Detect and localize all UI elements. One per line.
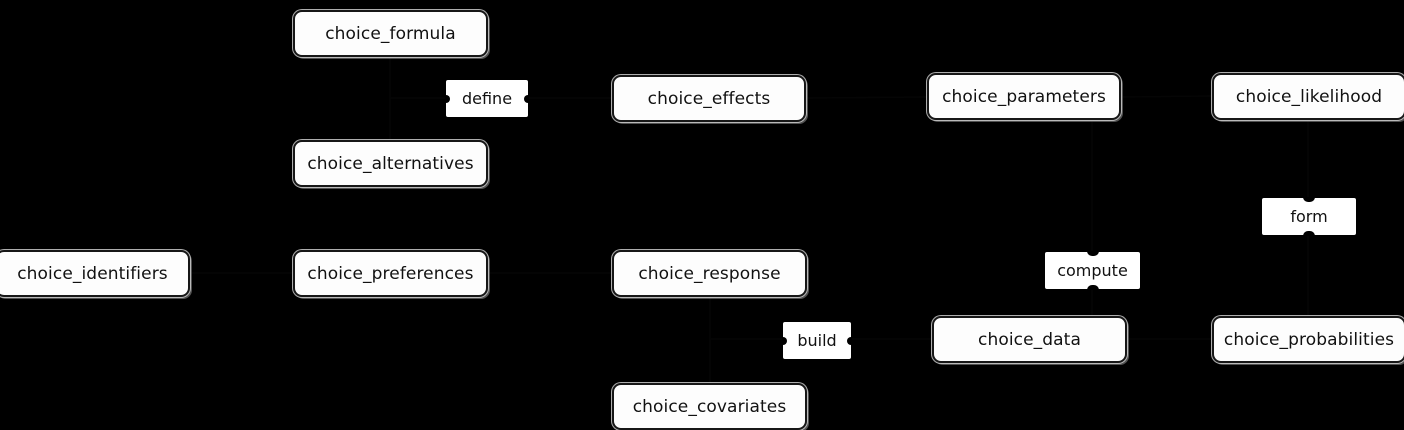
edge-choice_effects-to-choice_parameters [805, 96, 928, 99]
edge-label-text: build [797, 331, 837, 350]
edge-label-form: form [1262, 197, 1356, 236]
edge-label-text: compute [1057, 261, 1128, 280]
node-label: choice_parameters [942, 86, 1106, 107]
edge-label-build: build [782, 322, 852, 359]
node-label: choice_data [978, 329, 1081, 350]
edge-label-compute: compute [1045, 251, 1140, 290]
node-choice_formula[interactable]: choice_formula [293, 10, 488, 57]
node-choice_parameters[interactable]: choice_parameters [927, 73, 1121, 120]
node-label: choice_preferences [307, 263, 474, 284]
edge-label-text: form [1290, 207, 1328, 226]
node-label: choice_effects [647, 88, 771, 109]
edge-notch-left-icon [782, 336, 787, 345]
edge-notch-left-icon [445, 94, 450, 103]
node-choice_response[interactable]: choice_response [612, 250, 807, 297]
node-choice_data[interactable]: choice_data [932, 316, 1127, 363]
node-choice_identifiers[interactable]: choice_identifiers [0, 250, 190, 297]
edge-notch-right-icon [847, 336, 852, 345]
edge-notch-top-icon [1303, 197, 1315, 202]
node-choice_preferences[interactable]: choice_preferences [293, 250, 488, 297]
edge-notch-bottom-icon [1086, 285, 1099, 290]
node-label: choice_covariates [632, 396, 787, 417]
node-choice_likelihood[interactable]: choice_likelihood [1212, 73, 1404, 120]
node-choice_probabilities[interactable]: choice_probabilities [1212, 316, 1404, 363]
node-choice_effects[interactable]: choice_effects [612, 75, 806, 122]
edge-notch-bottom-icon [1303, 231, 1315, 236]
edge-choice_parameters-to-choice_likelihood [1120, 95, 1213, 98]
node-choice_covariates[interactable]: choice_covariates [612, 383, 807, 430]
node-label: choice_probabilities [1223, 329, 1395, 350]
edge-label-define: define [445, 80, 529, 117]
node-choice_alternatives[interactable]: choice_alternatives [293, 140, 488, 187]
node-label: choice_response [638, 263, 781, 284]
edge-notch-top-icon [1086, 251, 1099, 256]
edge-notch-right-icon [524, 94, 529, 103]
edge-label-text: define [461, 89, 513, 108]
node-label: choice_likelihood [1235, 86, 1383, 107]
node-label: choice_alternatives [307, 153, 474, 174]
node-label: choice_identifiers [17, 263, 168, 284]
node-label: choice_formula [325, 23, 456, 44]
